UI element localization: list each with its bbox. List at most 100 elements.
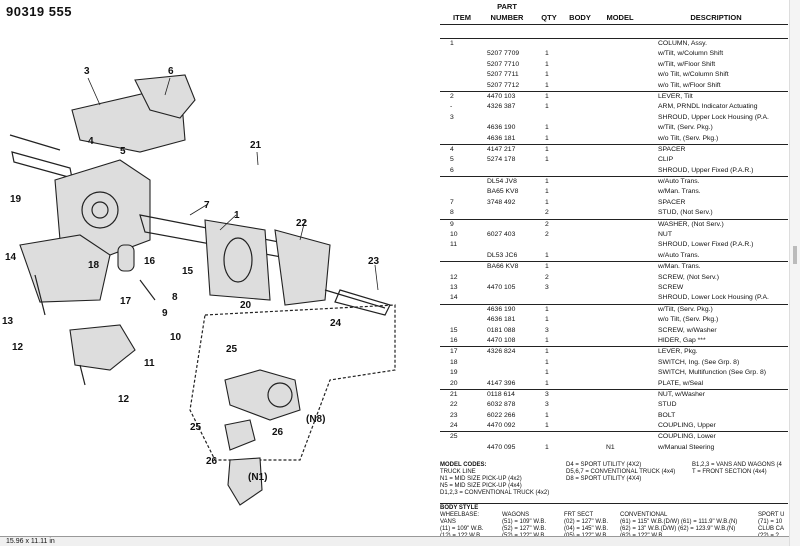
cell-desc: SHROUD, Lower Fixed (P.A.R.) (658, 241, 754, 249)
cell-qty: 1 (545, 336, 549, 344)
exploded-diagram: 3 6 4 5 21 19 7 1 22 14 18 16 15 23 17 8… (2, 66, 396, 506)
parts-table: ITEM PART NUMBER QTY BODY MODEL DESCRIPT… (440, 0, 788, 451)
cell-desc: SPACER (658, 198, 686, 206)
cell-qty: 1 (545, 369, 549, 377)
cell-item: 15 (450, 326, 458, 334)
table-row: 5207 7710 1 w/Tilt, w/Floor Shift (440, 60, 788, 70)
callout-17: 17 (120, 296, 132, 307)
code-t: T = FRONT SECTION (4x4) (692, 469, 767, 475)
cell-desc: COUPLING, Upper (658, 422, 716, 430)
cell-part: 4636 181 (487, 316, 516, 324)
cell-item: 24 (450, 422, 458, 430)
truck-line: TRUCK LINE (440, 469, 476, 475)
cell-part: 6032 878 (487, 401, 516, 409)
callout-5: 5 (120, 146, 126, 157)
cell-qty: 1 (545, 60, 549, 68)
callout-24: 24 (330, 318, 342, 329)
part-stud (139, 279, 156, 301)
cell-desc: ARM, PRNDL Indicator Actuating (658, 103, 758, 111)
cell-desc: HIDER, Gap *** (658, 336, 706, 344)
cell-desc: w/Tilt, (Serv. Pkg.) (658, 124, 713, 132)
cell-qty: 1 (545, 348, 549, 356)
cell-qty: 3 (545, 326, 549, 334)
code-d8: D8 = SPORT UTILITY (4X4) (566, 476, 642, 482)
code-n5: N5 = MID SIZE PICK-UP (4x4) (440, 483, 522, 489)
cell-desc: NUT, w/Washer (658, 390, 705, 398)
callout-n1: (N1) (248, 472, 267, 483)
cell-qty: 2 (545, 273, 549, 281)
cell-part: 5207 7710 (487, 60, 520, 68)
cell-part: 5207 7711 (487, 71, 519, 79)
cell-item: 23 (450, 411, 458, 419)
cell-part: 5207 7712 (487, 81, 520, 89)
cell-desc: COLUMN, Assy. (658, 40, 707, 47)
table-row: 6 SHROUD, Upper Fixed (P.A.R.) (440, 166, 788, 176)
callout-22: 22 (296, 218, 308, 229)
cell-item: 19 (450, 369, 458, 377)
sport-2: CLUB CA (758, 526, 785, 532)
cell-qty: 1 (545, 263, 549, 271)
callout-12a: 12 (12, 342, 24, 353)
code-d123: D1,2,3 = CONVENTIONAL TRUCK (4x2) (440, 490, 550, 496)
cell-item: 5 (450, 156, 454, 164)
scroll-thumb[interactable] (793, 246, 797, 264)
cell-desc: w/Auto Trans. (658, 178, 700, 186)
cell-desc: w/o Tilt, w/Column Shift (658, 71, 729, 79)
cell-part: BA65 KV8 (487, 188, 519, 196)
cell-item: 17 (450, 348, 458, 356)
wagons-1: (51) = 109" W.B. (502, 519, 546, 525)
cell-item: 6 (450, 166, 454, 174)
conv-1: (61) = 115" W.B.(D/W) (61) = 111.9" W.B.… (620, 519, 738, 525)
model-codes: MODEL CODES: TRUCK LINE N1 = MID SIZE PI… (440, 462, 788, 496)
cell-item: 16 (450, 336, 458, 344)
vans-1: (11) = 109" W.B. (440, 526, 484, 532)
cell-part: 4636 190 (487, 305, 516, 313)
table-header: ITEM PART NUMBER QTY BODY MODEL DESCRIPT… (440, 0, 788, 25)
cell-part: 4636 181 (487, 134, 516, 142)
cell-desc: SHROUD, Upper Fixed (P.A.R.) (658, 166, 754, 174)
sport-0: SPORT U (758, 512, 785, 518)
cell-qty: 1 (545, 50, 549, 58)
col-item: ITEM (453, 13, 471, 22)
callout-20: 20 (240, 300, 252, 311)
callout-11: 11 (144, 358, 155, 369)
cell-desc: w/Tilt, w/Floor Shift (658, 60, 716, 68)
cell-item: 18 (450, 358, 458, 366)
wagons-2: (52) = 127" W.B. (502, 526, 546, 532)
cell-desc: LEVER, Pkg. (658, 348, 698, 356)
cell-part: 4470 095 (487, 443, 516, 451)
conv-0: CONVENTIONAL (620, 512, 668, 518)
part-lower-coupling-n8 (224, 369, 301, 421)
cell-item: 20 (450, 379, 458, 387)
callout-12b: 12 (118, 394, 130, 405)
cell-qty: 1 (545, 251, 549, 259)
callout-10: 10 (170, 332, 182, 343)
cell-part: 4326 387 (487, 103, 516, 111)
vertical-scrollbar[interactable] (789, 0, 800, 546)
cell-item: 1 (450, 40, 454, 47)
cell-qty: 1 (545, 178, 549, 186)
cell-desc: w/o Tilt, (Serv. Pkg.) (658, 316, 719, 324)
callout-13: 13 (2, 316, 14, 327)
cell-desc: BOLT (658, 411, 676, 419)
cell-qty: 3 (545, 283, 549, 291)
cell-desc: SCREW, w/Washer (658, 326, 717, 334)
cell-qty: 1 (545, 422, 549, 430)
cell-item: 3 (450, 113, 454, 121)
callout-9: 9 (162, 308, 168, 319)
cell-qty: 1 (545, 305, 549, 313)
cell-qty: 1 (545, 443, 549, 451)
cell-qty: 1 (545, 379, 549, 387)
callout-21: 21 (250, 140, 262, 151)
cell-item: 4 (450, 145, 454, 153)
